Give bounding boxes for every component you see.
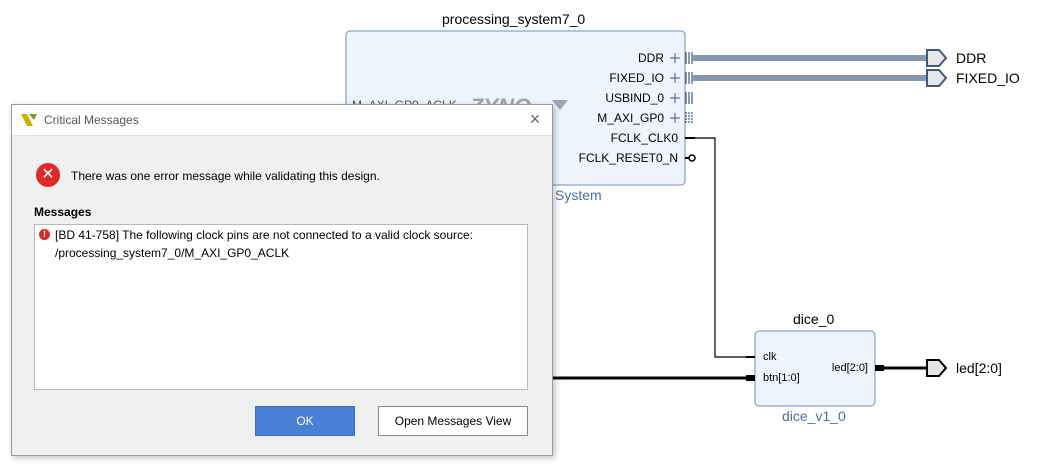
error-message-icon: ! [39,229,50,240]
dice-led-pin [875,365,884,371]
ddr-bus-wire [693,55,928,61]
ps7-port-usbind: USBIND_0 [605,91,664,105]
message-line-1[interactable]: [BD 41-758] The following clock pins are… [55,228,474,242]
led-external-port[interactable] [926,359,948,377]
dialog-title: Critical Messages [44,113,139,127]
ps7-title: processing_system7_0 [442,11,586,27]
close-icon[interactable]: × [529,109,541,129]
ok-button[interactable]: OK [255,406,355,436]
dice-subtitle: dice_v1_0 [782,408,846,424]
ps7-port-m-axi-gp0: M_AXI_GP0 [597,111,664,125]
ps7-port-connectors [670,53,680,123]
ddr-port-label: DDR [956,50,987,66]
ps7-subtitle: System [555,187,602,203]
ps7-port-fclk-clk0: FCLK_CLK0 [610,131,678,145]
zynq-logo-mark [552,100,568,110]
ps7-port-fixed-io: FIXED_IO [609,71,664,85]
clock-wire[interactable] [695,137,755,358]
fixed-io-port-label: FIXED_IO [956,70,1020,86]
ps7-port-ddr: DDR [638,51,664,65]
error-icon: ✕ [36,163,60,187]
led-port-label: led[2:0] [956,360,1002,376]
critical-messages-dialog[interactable]: Critical Messages × ✕ There was one erro… [11,104,553,456]
messages-list[interactable]: ! [BD 41-758] The following clock pins a… [34,224,528,390]
vivado-logo-icon [21,114,37,126]
ps7-port-fclk-reset: FCLK_RESET0_N [578,151,678,165]
messages-header: Messages [34,205,92,219]
message-line-2[interactable]: /processing_system7_0/M_AXI_GP0_ACLK [55,246,290,260]
ddr-external-port[interactable] [926,49,948,67]
open-messages-view-button[interactable]: Open Messages View [378,406,528,436]
error-summary: There was one error message while valida… [71,169,380,183]
dice-btn-pin [746,375,755,381]
ps7-bus-pins [685,52,693,124]
fixed-io-external-port[interactable] [926,69,948,87]
dialog-titlebar[interactable]: Critical Messages × [12,105,552,136]
dice-port-led: led[2:0] [831,362,868,374]
dice-port-btn: btn[1:0] [763,372,800,384]
fixed-io-bus-wire [693,75,928,81]
dice-title: dice_0 [793,311,835,327]
dice-port-clk: clk [763,351,777,363]
fclk-reset-inversion-bubble [688,154,696,162]
